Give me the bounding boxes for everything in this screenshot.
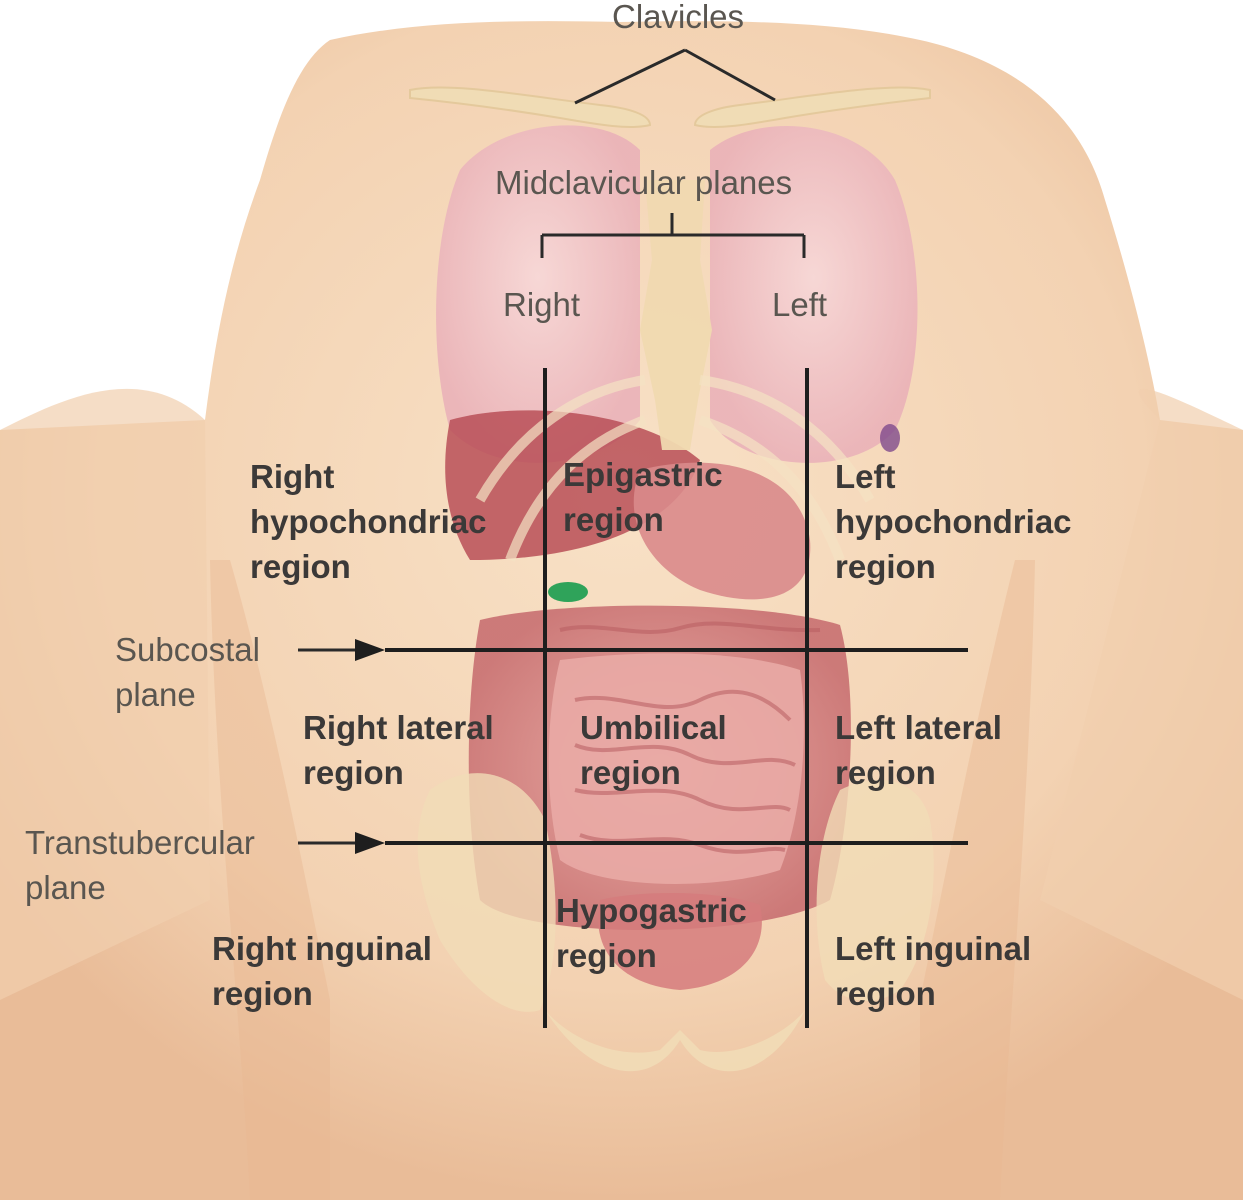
subcostal-plane-line [298, 639, 968, 661]
left-plane-label: Left [772, 286, 828, 323]
right-hip-bone [417, 773, 556, 1012]
epigastric-region-label: Epigastric region [563, 456, 723, 538]
small-intestine [548, 653, 804, 884]
transtubercular-plane-line [298, 832, 968, 854]
midclavicular-bracket [540, 213, 806, 258]
subcostal-arrow-icon [355, 639, 385, 661]
left-lung [710, 126, 918, 463]
left-lateral-region-label: Left lateral region [835, 709, 1002, 791]
subcostal-plane-label: Subcostal plane [115, 631, 260, 713]
right-plane-label: Right [503, 286, 581, 323]
right-lateral-region-label: Right lateral region [303, 709, 494, 791]
spleen [880, 424, 900, 452]
gallbladder [548, 582, 588, 602]
sternum [640, 180, 712, 450]
stomach [633, 462, 811, 600]
right-arm [0, 388, 210, 1000]
clavicles-label: Clavicles [612, 0, 745, 35]
left-inguinal-region-label: Left inguinal region [835, 930, 1032, 1012]
left-hip-bone [816, 780, 934, 1001]
left-arm [1040, 388, 1243, 1000]
left-hypochondriac-region-label: Left hypochondriac region [835, 458, 1072, 585]
liver [445, 410, 700, 560]
clavicle-pointers [574, 48, 776, 105]
pubic-bone [545, 1010, 805, 1072]
transtubercular-arrow-icon [355, 832, 385, 854]
waist-shadow-left [210, 560, 330, 1200]
right-clavicle [409, 86, 652, 129]
left-clavicle [693, 86, 931, 129]
transtubercular-plane-label: Transtubercular plane [25, 824, 255, 906]
right-inguinal-region-label: Right inguinal region [212, 930, 432, 1012]
right-lung [436, 125, 640, 463]
hypogastric-region-label: Hypogastric region [556, 892, 747, 974]
waist-shadow-right [920, 560, 1035, 1200]
umbilical-region-label: Umbilical region [580, 709, 727, 791]
right-hypochondriac-region-label: Right hypochondriac region [250, 458, 487, 585]
bladder [598, 893, 762, 990]
ribs [475, 375, 875, 562]
midclavicular-planes-label: Midclavicular planes [495, 164, 793, 201]
